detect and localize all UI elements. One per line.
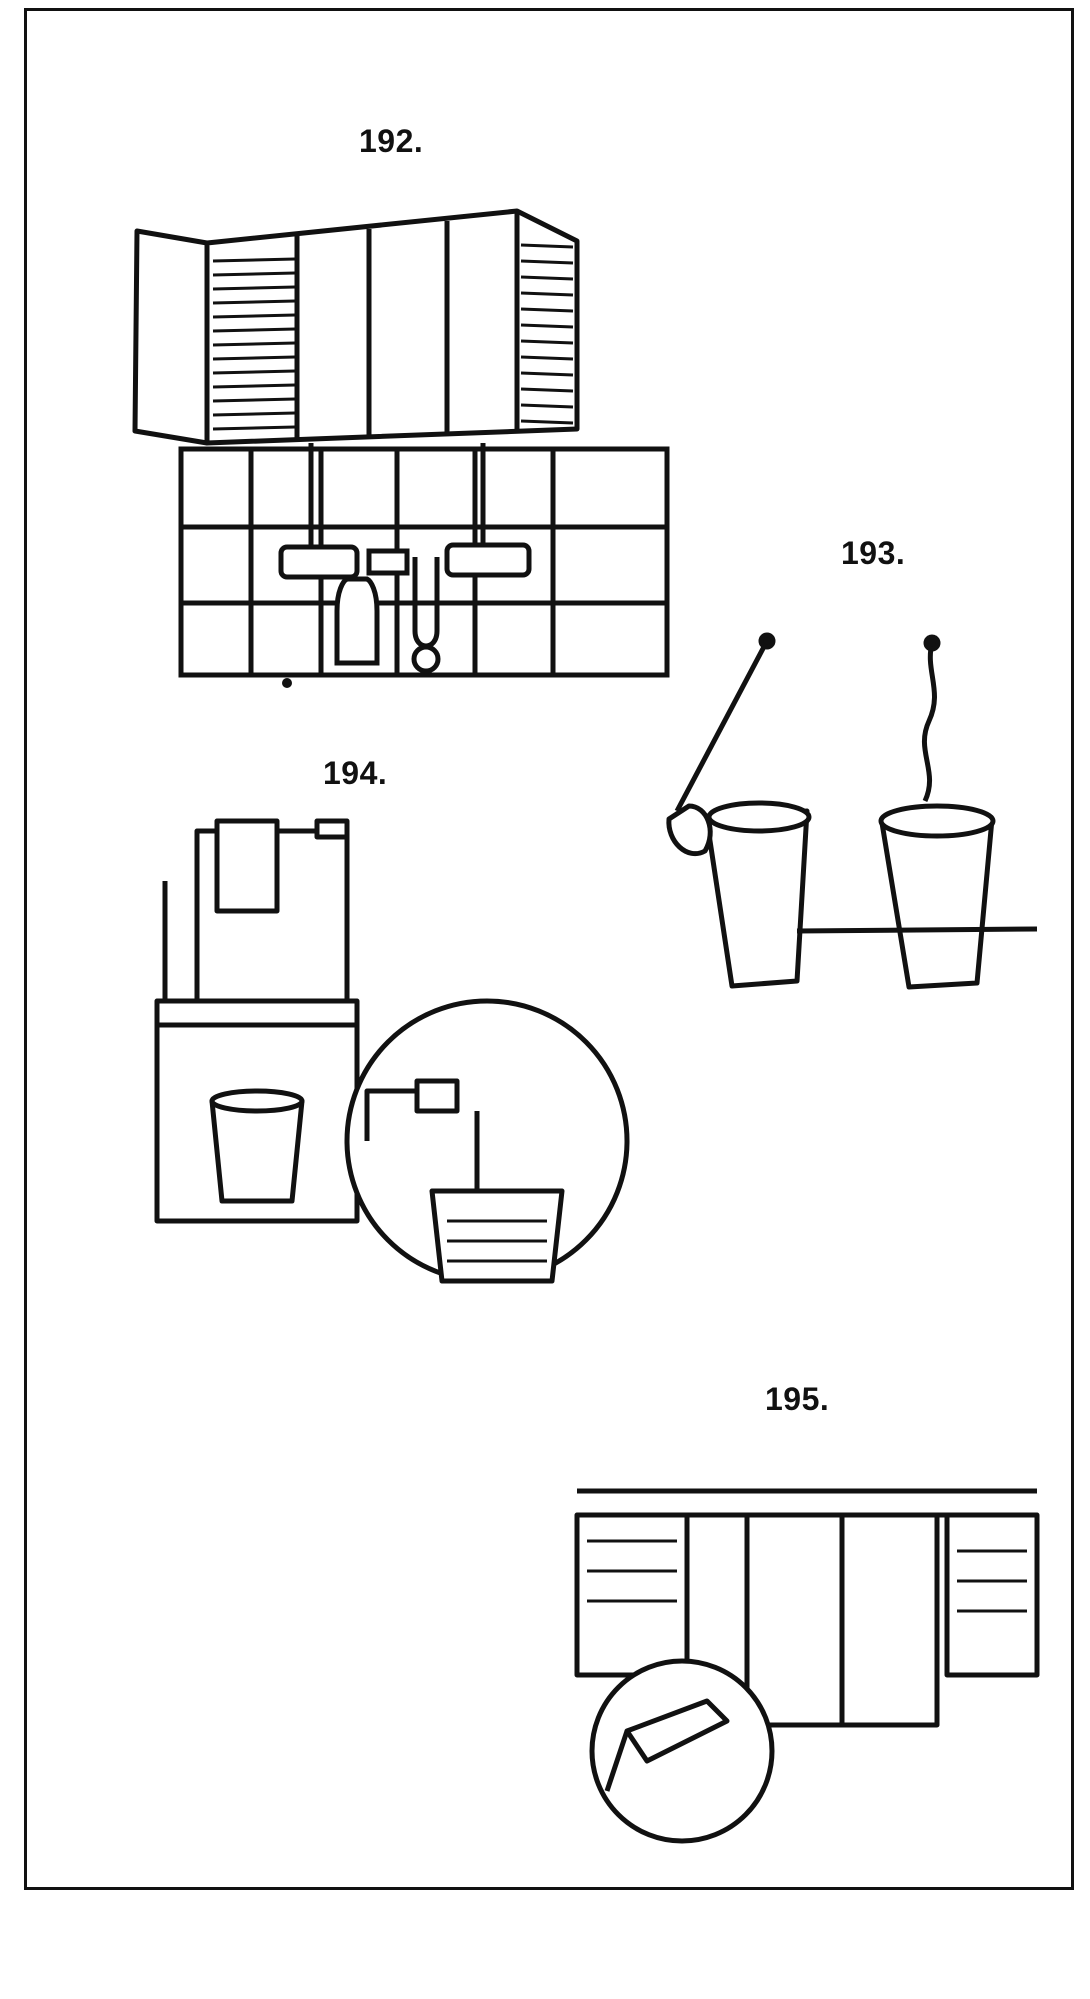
page-frame: 192. 193. 194. 195. <box>24 8 1074 1890</box>
figure-194-undersink-illustration <box>154 818 630 1284</box>
figure-193-label: 193. <box>841 535 906 571</box>
figure-192-label: 192. <box>359 123 424 159</box>
figure-194-label: 194. <box>323 755 388 791</box>
figure-195-base-cabinet-illustration <box>574 1488 1040 1844</box>
figure-195-label: 195. <box>765 1381 830 1417</box>
figure-192-cabinet-illustration <box>132 208 670 688</box>
figure-193-buckets-illustration <box>666 632 1038 990</box>
